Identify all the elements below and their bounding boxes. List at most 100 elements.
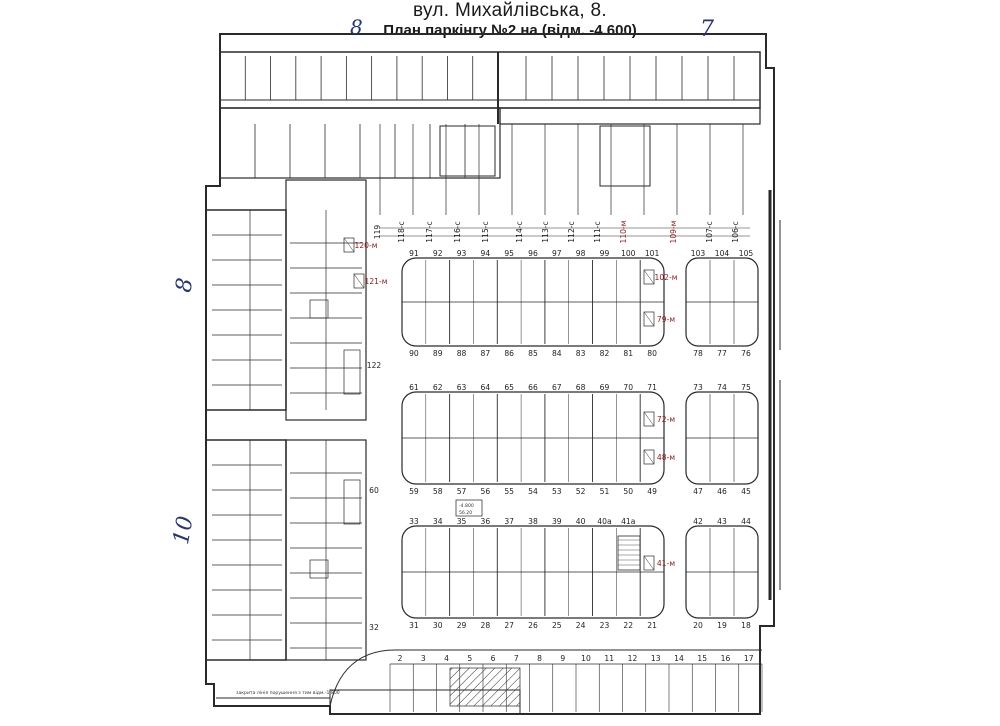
space-9: 9 <box>560 654 565 663</box>
space-110-м: 110-м <box>619 220 628 243</box>
space-29: 29 <box>457 621 467 630</box>
space-112-с: 112-с <box>567 221 576 242</box>
space-36: 36 <box>481 517 491 526</box>
space-78: 78 <box>693 349 703 358</box>
space-107-с: 107-с <box>705 221 714 242</box>
space-14: 14 <box>674 654 684 663</box>
space-35: 35 <box>457 517 467 526</box>
space-47: 47 <box>693 487 703 496</box>
space-85: 85 <box>528 349 538 358</box>
space-67: 67 <box>552 383 562 392</box>
space-38: 38 <box>528 517 538 526</box>
space-122: 122 <box>367 361 382 370</box>
space-50: 50 <box>623 487 633 496</box>
space-33: 33 <box>409 517 419 526</box>
space-105: 105 <box>739 249 754 258</box>
space-92: 92 <box>433 249 443 258</box>
space-96: 96 <box>528 249 538 258</box>
left-wing-lower <box>205 439 287 661</box>
space-88: 88 <box>457 349 467 358</box>
space-39: 39 <box>552 517 562 526</box>
space-26: 26 <box>528 621 538 630</box>
space-72-м: 72-м <box>657 415 675 424</box>
space-97: 97 <box>552 249 562 258</box>
space-49: 49 <box>647 487 657 496</box>
space-70: 70 <box>623 383 633 392</box>
space-10: 10 <box>581 654 591 663</box>
space-119: 119 <box>373 225 382 240</box>
space-101: 101 <box>645 249 660 258</box>
space-94: 94 <box>481 249 491 258</box>
elevation-top: -4.800 <box>459 503 474 509</box>
space-102-м: 102-м <box>655 273 678 282</box>
space-3: 3 <box>421 654 426 663</box>
space-15: 15 <box>697 654 707 663</box>
space-2: 2 <box>398 654 403 663</box>
space-46: 46 <box>717 487 727 496</box>
space-48-м: 48-м <box>657 453 675 462</box>
space-42: 42 <box>693 517 703 526</box>
space-120-м: 120-м <box>355 241 378 250</box>
space-12: 12 <box>628 654 638 663</box>
space-55: 55 <box>504 487 514 496</box>
space-27: 27 <box>504 621 514 630</box>
space-103: 103 <box>691 249 706 258</box>
space-57: 57 <box>457 487 467 496</box>
space-52: 52 <box>576 487 586 496</box>
space-99: 99 <box>600 249 610 258</box>
handwritten-number-top-left: 8 <box>350 15 363 39</box>
space-82: 82 <box>600 349 610 358</box>
space-74: 74 <box>717 383 727 392</box>
space-117-с: 117-с <box>425 221 434 242</box>
space-62: 62 <box>433 383 443 392</box>
space-18: 18 <box>741 621 751 630</box>
space-113-с: 113-с <box>541 221 550 242</box>
space-54: 54 <box>528 487 538 496</box>
space-41-м: 41-м <box>657 559 675 568</box>
space-90: 90 <box>409 349 419 358</box>
space-84: 84 <box>552 349 562 358</box>
space-83: 83 <box>576 349 586 358</box>
space-106-с: 106-с <box>731 221 740 242</box>
space-40а: 40а <box>597 517 611 526</box>
space-22: 22 <box>623 621 633 630</box>
space-89: 89 <box>433 349 443 358</box>
space-65: 65 <box>504 383 514 392</box>
space-13: 13 <box>651 654 661 663</box>
space-79-м: 79-м <box>657 315 675 324</box>
space-56: 56 <box>481 487 491 496</box>
space-80: 80 <box>647 349 657 358</box>
space-34: 34 <box>433 517 443 526</box>
space-100: 100 <box>621 249 636 258</box>
handwritten-number-side-upper: 8 <box>171 276 198 294</box>
space-66: 66 <box>528 383 538 392</box>
space-116-с: 116-с <box>453 221 462 242</box>
space-73: 73 <box>693 383 703 392</box>
space-91: 91 <box>409 249 419 258</box>
space-4: 4 <box>444 654 449 663</box>
space-17: 17 <box>744 654 754 663</box>
space-58: 58 <box>433 487 443 496</box>
space-61: 61 <box>409 383 419 392</box>
space-45: 45 <box>741 487 751 496</box>
space-114-с: 114-с <box>515 221 524 242</box>
space-7: 7 <box>514 654 519 663</box>
space-8: 8 <box>537 654 542 663</box>
space-71: 71 <box>647 383 657 392</box>
space-81: 81 <box>623 349 633 358</box>
space-40: 40 <box>576 517 586 526</box>
space-16: 16 <box>721 654 731 663</box>
space-64: 64 <box>481 383 491 392</box>
space-20: 20 <box>693 621 703 630</box>
space-63: 63 <box>457 383 467 392</box>
space-30: 30 <box>433 621 443 630</box>
space-23: 23 <box>600 621 610 630</box>
space-93: 93 <box>457 249 467 258</box>
space-60: 60 <box>369 486 379 495</box>
space-115-с: 115-с <box>481 221 490 242</box>
street-title: вул. Михайлівська, 8. <box>413 0 607 21</box>
space-43: 43 <box>717 517 727 526</box>
handwritten-number-top-right: 7 <box>700 17 714 42</box>
space-21: 21 <box>647 621 657 630</box>
handwritten-number-side-lower: 10 <box>169 514 198 546</box>
